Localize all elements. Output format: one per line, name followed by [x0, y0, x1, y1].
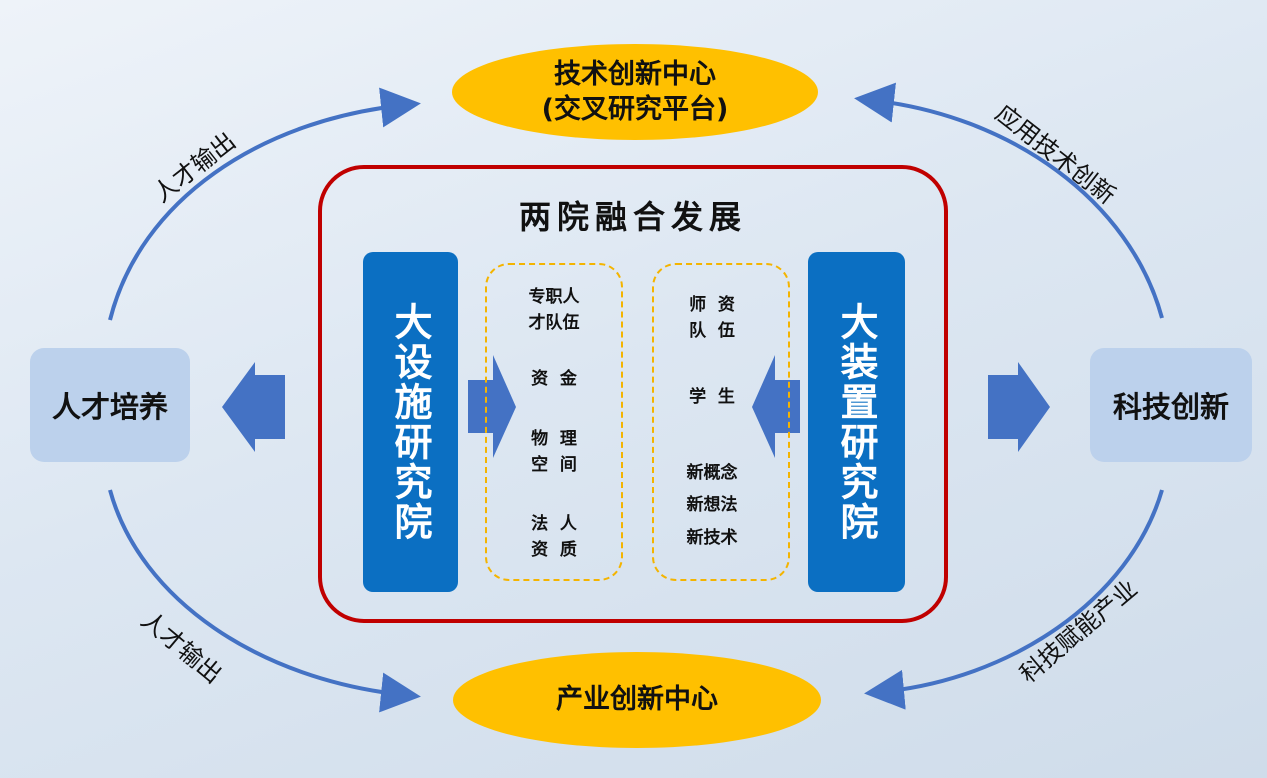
tech-center-title: 技术创新中心 [554, 58, 716, 90]
industry-innovation-center: 产业创新中心 [453, 652, 821, 748]
block-arrow-right-outer [988, 362, 1050, 452]
tech-center-subtitle: (交叉研究平台) [541, 94, 729, 125]
right-resources-box [652, 263, 790, 581]
resource-item: 物 理 空 间 [531, 429, 577, 475]
arrow-top-right [854, 82, 1164, 319]
tech-innovation-node: 科技创新 [1090, 348, 1252, 462]
arrow-top-left [108, 87, 421, 321]
resource-item: 学 生 [689, 387, 735, 407]
tech-innovation-center: 技术创新中心 (交叉研究平台) [452, 44, 818, 140]
left-resources-box [485, 263, 623, 581]
left-institute: 大设施研究院 [363, 252, 458, 592]
arrow-bottom-right [864, 489, 1164, 710]
talent-cultivation-node: 人才培养 [30, 348, 190, 462]
industry-center-title: 产业创新中心 [556, 684, 718, 716]
resource-item: 法 人 资 质 [531, 514, 577, 560]
integration-title: 两院融合发展 [518, 198, 747, 236]
resource-item: 专职人 才队伍 [528, 287, 580, 333]
arrow-bottom-left [108, 489, 421, 713]
integration-frame [318, 165, 948, 623]
right-institute: 大装置研究院 [808, 252, 905, 592]
block-arrow-left-outer [222, 362, 285, 452]
resource-item: 资 金 [531, 369, 577, 389]
block-arrow-into-left [468, 355, 516, 458]
resource-item: 新概念 新想法 新技术 [686, 463, 738, 548]
resource-item: 师 资 队 伍 [689, 295, 735, 341]
